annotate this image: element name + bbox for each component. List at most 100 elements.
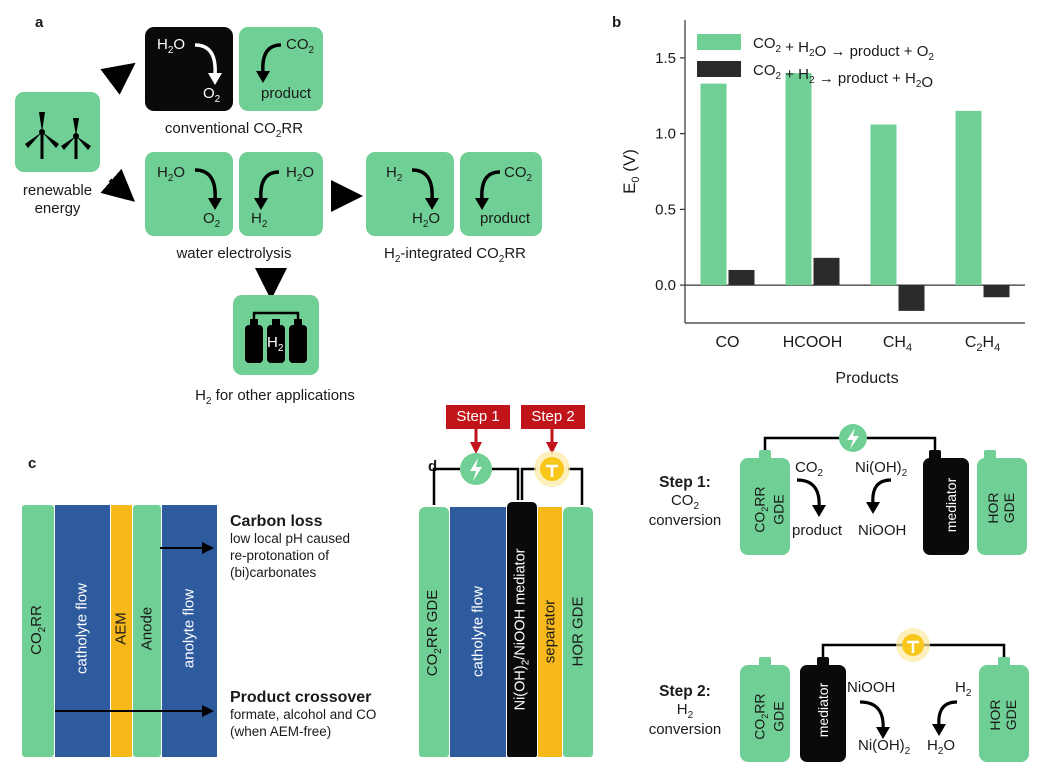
step2-subtitle: H2 xyxy=(676,701,694,721)
step1-nioh2: Ni(OH)2 xyxy=(855,459,908,479)
bar-co-series-1 xyxy=(700,83,727,286)
lightning-icon xyxy=(847,428,859,449)
crossover-line-1: formate, alcohol and CO xyxy=(230,707,377,722)
d-separator xyxy=(538,507,562,757)
x-axis-title: Products xyxy=(835,370,898,387)
panel-c-arrows xyxy=(55,542,214,717)
electrolysis-o2: O2 xyxy=(203,210,221,230)
x-tick-label-1: HCOOH xyxy=(783,334,843,351)
step2-conversion: conversion xyxy=(648,721,722,738)
crossover-arrowhead xyxy=(202,705,214,717)
d-mediator-label: Ni(OH)2/NiOOH mediator xyxy=(512,548,532,711)
step2-niooh: NiOOH xyxy=(847,679,896,696)
d-co2rr-gde xyxy=(419,507,449,757)
curved-arrow-icon xyxy=(475,170,501,210)
curved-arrow-icon xyxy=(194,168,222,210)
h2-storage-box: H2 xyxy=(233,295,319,375)
step1-title: Step 1: xyxy=(659,474,711,491)
carbon-loss-title: Carbon loss xyxy=(230,513,323,530)
conventional-o2: O2 xyxy=(203,85,221,105)
bar-hcooh-series-1 xyxy=(785,73,812,286)
electrolysis-h2o: H2O xyxy=(157,164,186,184)
bar-hcooh-series-2 xyxy=(813,257,840,286)
step1-mediator xyxy=(923,458,969,555)
x-tick-label-3: C2H4 xyxy=(965,334,1000,354)
crossover-line-2: (when AEM-free) xyxy=(230,723,332,739)
bar-ch4-series-1 xyxy=(870,124,897,286)
h2-integrated-anode-box: H2 H2O xyxy=(366,152,454,236)
y-tick-label-3: 1.5 xyxy=(655,50,676,67)
arrow-to-electrolysis xyxy=(100,168,136,202)
d-co2rr-gde-label: CO2RR GDE xyxy=(424,589,444,677)
step2-co2rr-gde xyxy=(740,665,790,762)
bar-c2h4-series-1 xyxy=(955,110,982,286)
h2-integrated-caption: H2-integrated CO2RR xyxy=(383,245,527,265)
wind-turbine-icon xyxy=(25,112,91,159)
d-hor-gde-label: HOR GDE xyxy=(569,596,587,667)
co2rr-electrode xyxy=(22,505,54,757)
d-mediator xyxy=(507,502,537,757)
step2-gde-right-label: HOR GDE xyxy=(986,699,1019,731)
step1-gde-right-label: HOR GDE xyxy=(984,492,1017,524)
step1-co2: CO2 xyxy=(795,459,824,479)
step2-chip: Step 2 xyxy=(521,405,585,429)
step2-h2o: H2O xyxy=(927,737,956,757)
step1-gde-left-label: CO2RR GDE xyxy=(751,486,787,533)
electrolysis-h2o-right: H2O xyxy=(286,164,315,184)
conventional-anode-box: H2O O2 xyxy=(145,27,233,111)
d-catholyte-label: catholyte flow xyxy=(469,586,487,677)
electrolysis-anode-box: H2O O2 xyxy=(145,152,233,236)
carbon-loss-arrowhead xyxy=(202,542,214,554)
applications-caption: H2 for other applications xyxy=(195,387,355,407)
y-tick-label-1: 0.5 xyxy=(655,201,676,218)
arrow-to-conventional xyxy=(100,62,136,95)
energy-word: energy xyxy=(34,200,81,217)
legend-swatch-1 xyxy=(697,34,741,50)
step1-co2rr-gde xyxy=(740,458,790,555)
panel-label-c: c xyxy=(28,455,37,472)
step2-mediator-label: mediator xyxy=(815,682,831,738)
carbon-loss-line-3: (bi)carbonates xyxy=(230,564,317,580)
renewable-energy-box xyxy=(15,92,100,172)
step2-gde-left-label: CO2RR GDE xyxy=(751,693,787,740)
lightning-icon xyxy=(470,458,482,481)
d-catholyte-channel xyxy=(450,507,506,757)
step2-heading: Step 2: H2 conversion xyxy=(630,683,740,738)
step1-subtitle: CO2 xyxy=(670,492,700,512)
renewable-word: renewable xyxy=(22,182,93,199)
h2-storage-label: H2 xyxy=(267,334,284,354)
curved-arrow-icon xyxy=(194,43,222,85)
curved-arrow-icon xyxy=(254,170,280,210)
panel-label-b: b xyxy=(612,14,622,31)
bar-c2h4-series-2 xyxy=(983,285,1010,298)
h2-integrated-h2o: H2O xyxy=(412,210,441,230)
step2-scheme xyxy=(740,628,1029,762)
curved-arrow-icon xyxy=(411,168,439,210)
step1-scheme xyxy=(740,424,1027,555)
x-tick-label-0: CO xyxy=(716,334,740,351)
legend-label-2: CO2 + H2 → product + H2O xyxy=(753,62,933,91)
y-axis-title: E0 (V) xyxy=(620,149,642,194)
conventional-cathode-box: CO2 product xyxy=(239,27,323,111)
conventional-co2: CO2 xyxy=(286,36,315,56)
panel-a-arrows xyxy=(100,62,363,300)
anode-electrode xyxy=(133,505,161,757)
y-tick-label-2: 1.0 xyxy=(655,126,676,143)
step1-niooh: NiOOH xyxy=(858,522,907,539)
step2-mediator xyxy=(800,665,846,762)
h2-integrated-co2: CO2 xyxy=(504,164,533,184)
step1-conversion: conversion xyxy=(648,512,722,529)
h2-integrated-cathode-box: CO2 product xyxy=(460,152,542,236)
catholyte-channel xyxy=(55,505,110,757)
conventional-h2o: H2O xyxy=(157,36,186,56)
d-hor-gde xyxy=(563,507,593,757)
step1-product: product xyxy=(792,522,843,539)
step1-chip: Step 1 xyxy=(446,405,510,429)
aem-membrane xyxy=(111,505,132,757)
h2-integrated-product: product xyxy=(480,210,531,227)
conventional-product: product xyxy=(261,85,312,102)
step2-title: Step 2: xyxy=(659,683,711,700)
panel-label-d: d xyxy=(428,458,438,475)
bar-ch4-series-2 xyxy=(898,285,925,311)
